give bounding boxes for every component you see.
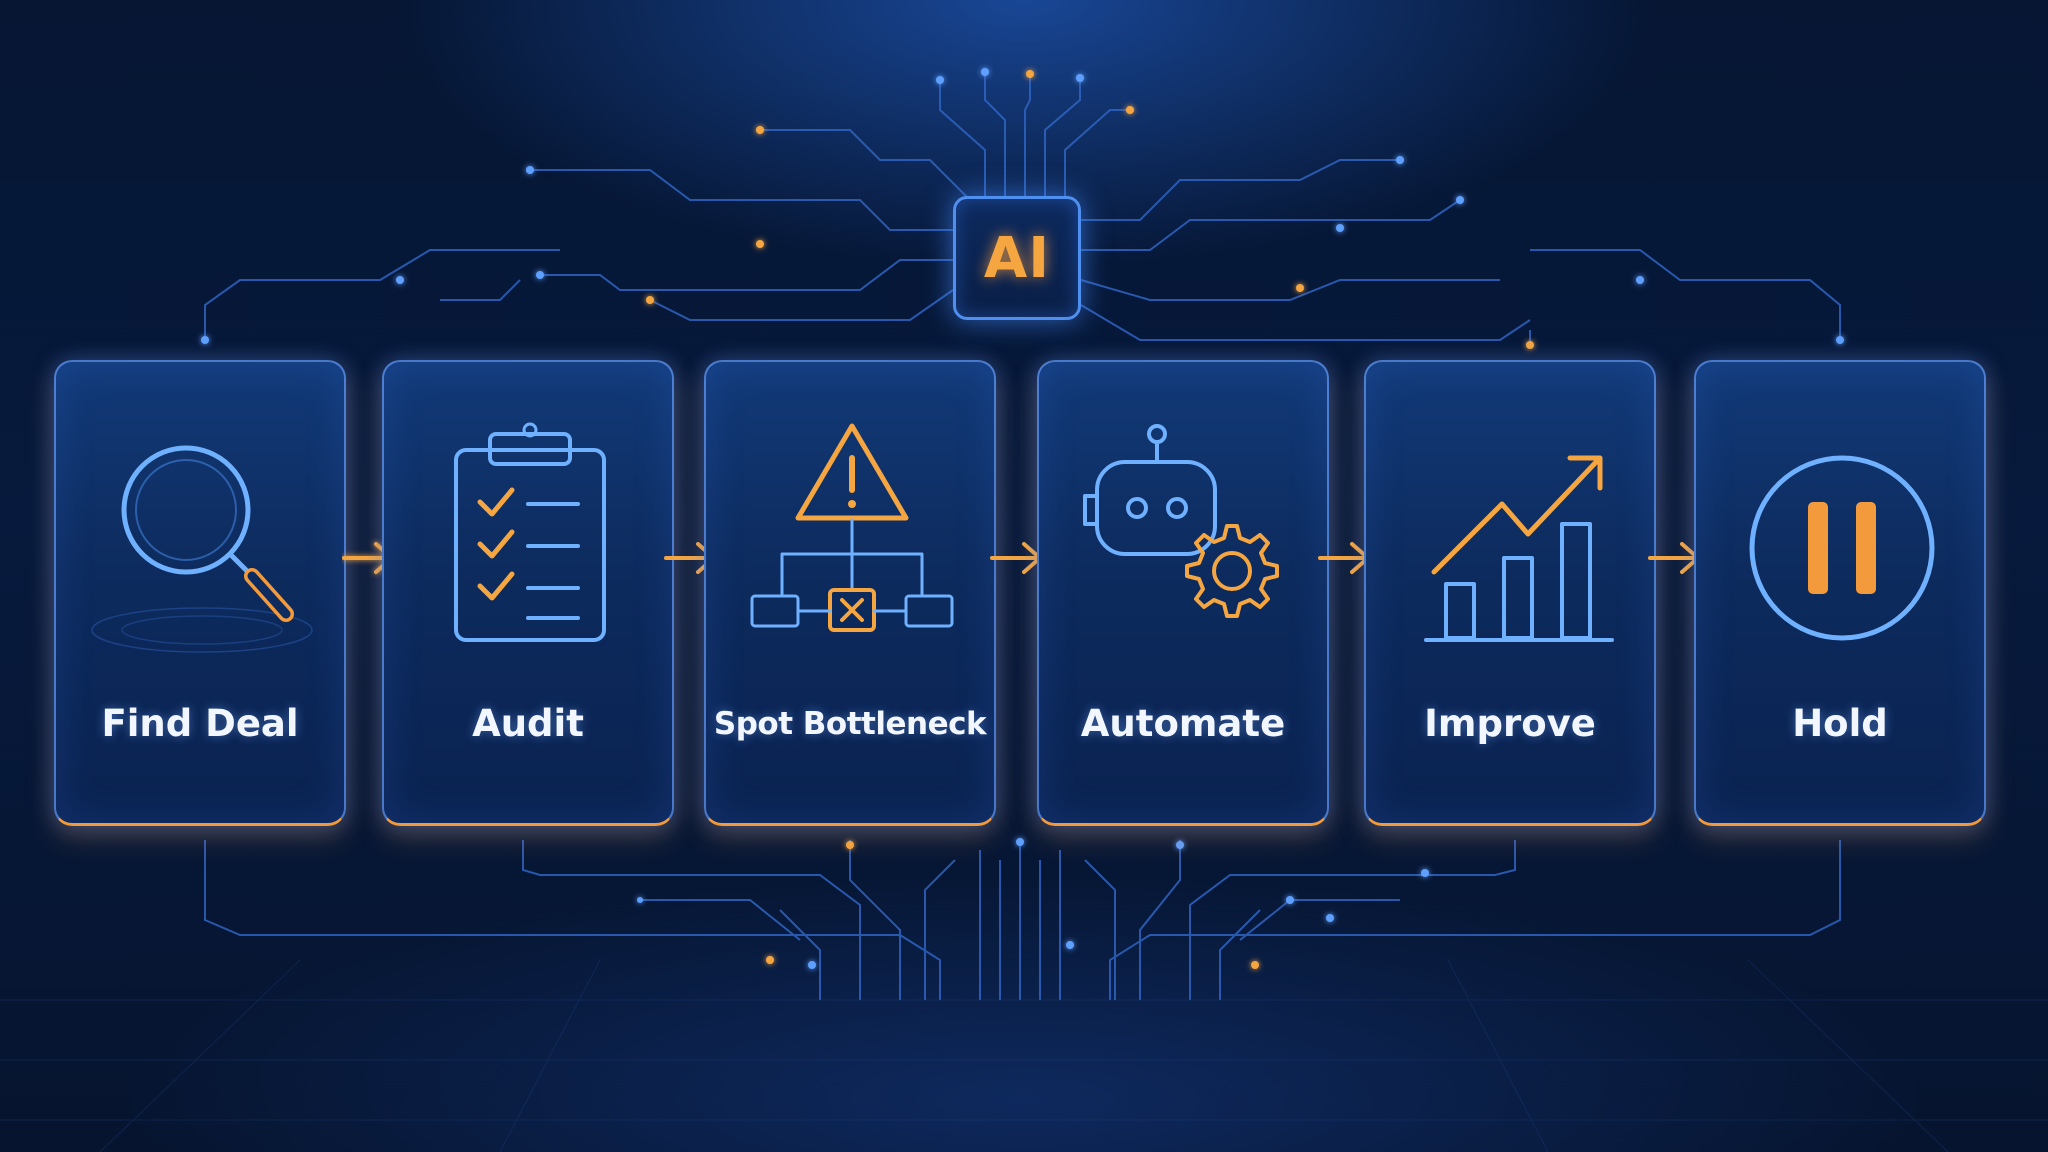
step-label: Find Deal [101,702,299,745]
pause-icon [1749,455,1935,641]
robot-gear-icon [1083,424,1279,618]
clipboard-checklist-icon [454,422,606,642]
growth-chart-icon [1424,455,1614,642]
ai-chip-label: AI [983,225,1051,291]
step-label: Spot Bottleneck [713,706,987,742]
step-label: Improve [1424,702,1596,745]
step-card-improve: Improve [1364,360,1656,826]
step-card-find-deal: Find Deal [54,360,346,826]
step-card-audit: Audit [382,360,674,826]
step-card-spot-bottleneck: Spot Bottleneck [704,360,996,826]
magnifying-glass-icon [91,445,313,653]
step-card-hold: Hold [1694,360,1986,826]
ai-chip: AI [953,196,1081,320]
step-label: Audit [472,702,584,745]
step-label: Automate [1080,702,1286,745]
step-label: Hold [1792,702,1888,745]
step-card-automate: Automate [1037,360,1329,826]
warning-flowchart-icon [750,423,954,632]
